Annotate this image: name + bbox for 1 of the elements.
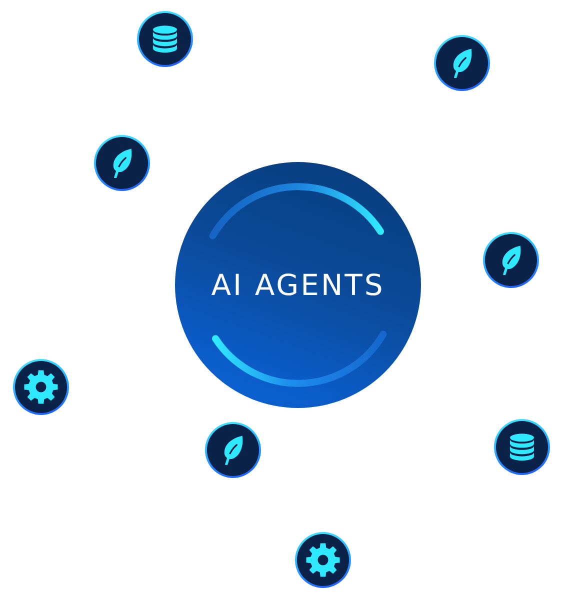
badge-title: AI AGENTS — [211, 268, 385, 302]
